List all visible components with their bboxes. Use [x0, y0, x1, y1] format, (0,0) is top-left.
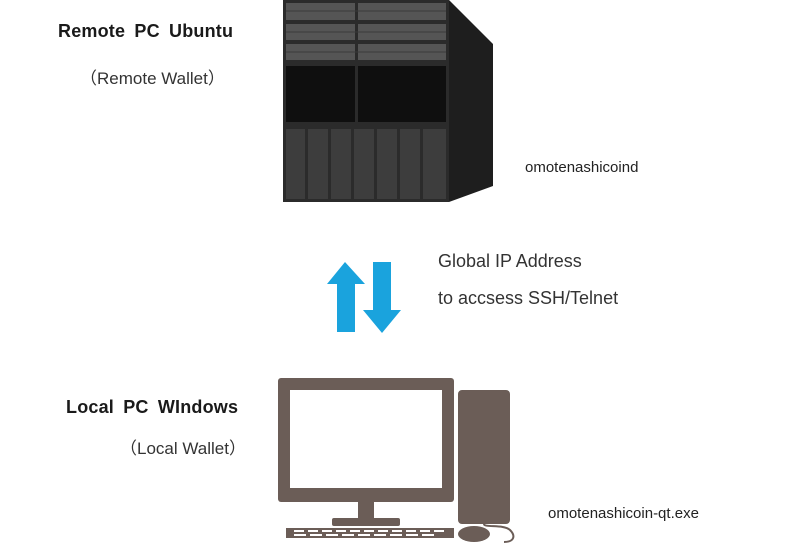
server-icon	[283, 0, 493, 202]
remote-pc-title: Remote PC Ubuntu	[58, 21, 234, 41]
remote-daemon-label: omotenashicoind	[525, 159, 639, 176]
local-wallet-subtitle: （Local Wallet）	[120, 439, 246, 458]
local-client-label: omotenashicoin-qt.exe	[548, 505, 699, 522]
remote-wallet-subtitle: （Remote Wallet）	[80, 69, 225, 88]
connection-line2: to accsess SSH/Telnet	[438, 288, 619, 308]
desktop-pc-icon	[278, 378, 515, 543]
bidirectional-arrows-icon	[327, 262, 401, 333]
connection-line1: Global IP Address	[438, 251, 582, 271]
local-pc-title: Local PC WIndows	[66, 397, 239, 417]
